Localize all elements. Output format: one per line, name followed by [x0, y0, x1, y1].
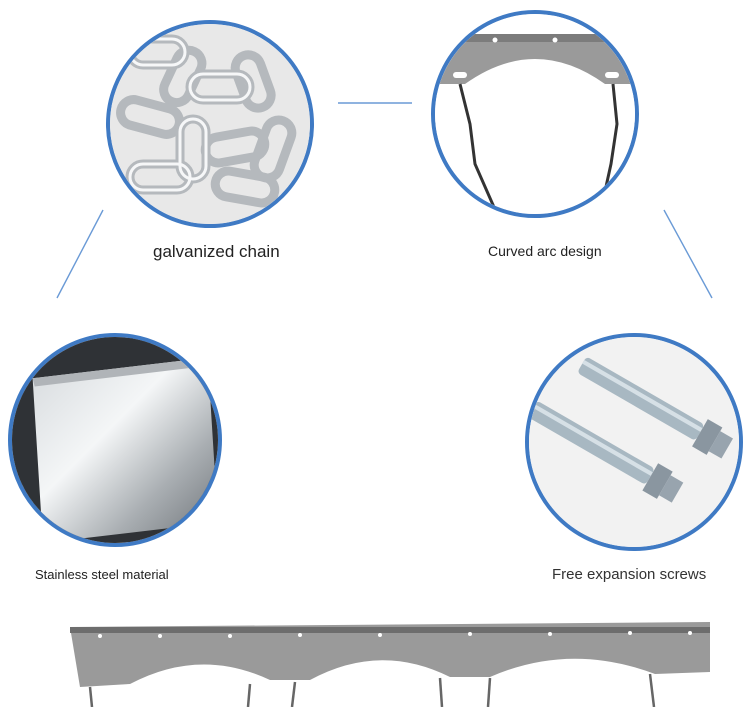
bracket-rail-image — [70, 622, 710, 707]
chain-feature-circle — [106, 20, 314, 228]
steel-feature-circle — [8, 333, 222, 547]
screws-caption: Free expansion screws — [552, 566, 707, 583]
arc-bracket-icon — [435, 14, 635, 214]
chain-icon — [110, 24, 310, 224]
expansion-screw-icon — [529, 337, 739, 547]
steel-sheet-icon — [12, 337, 218, 543]
arc-feature-circle — [431, 10, 639, 218]
chain-caption: galvanized chain — [153, 242, 280, 261]
arc-caption: Curved arc design — [488, 243, 602, 259]
screws-feature-circle — [525, 333, 743, 551]
steel-caption: Stainless steel material — [35, 567, 169, 582]
